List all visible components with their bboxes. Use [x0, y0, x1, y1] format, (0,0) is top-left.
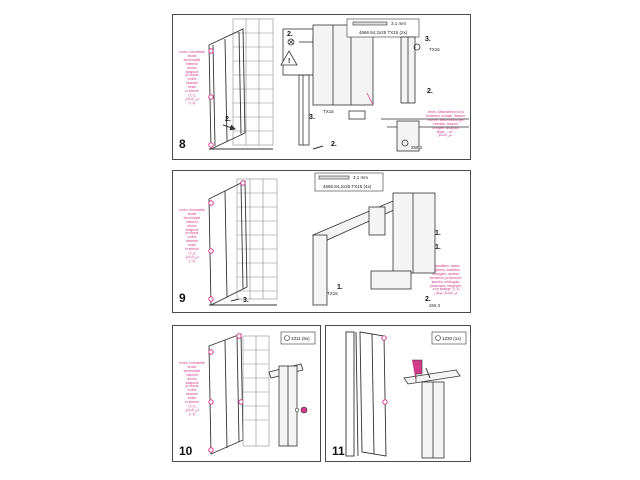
hinge-markers	[208, 333, 244, 453]
right-profile	[400, 36, 421, 104]
callout-1b: 1.	[435, 230, 441, 237]
measure-label: 3,1 mm	[353, 175, 368, 180]
profile-detail	[268, 363, 304, 447]
tool-label-sw3: SW 3	[429, 303, 440, 308]
shower-door	[345, 331, 387, 457]
callout-1c: 1.	[435, 244, 441, 251]
wall-tiles	[236, 178, 278, 300]
svg-text:!: !	[288, 58, 290, 65]
step-number: 11	[332, 444, 345, 458]
hinge-markers	[381, 335, 388, 405]
step-9-drawing: 3. 3,1 mm 4666 84,2x25 TX15 (4x) 1. 1. 1…	[208, 172, 441, 308]
shower-door	[208, 180, 277, 306]
screw-spec-label: 4666 84,2x25 TX15 (4x)	[323, 184, 372, 189]
step-number: 8	[179, 137, 186, 151]
step-10-panel: 10 Innen. Innenseite inside binnenzijde …	[172, 325, 321, 462]
tool-label-tx15-a: TX15	[323, 109, 334, 114]
wall-tiles	[242, 335, 270, 447]
step-10-drawing: 3311 (8x)	[208, 331, 316, 455]
tool-label-tx15: TX15	[327, 291, 338, 296]
screw-spec-label: 4666 84,2x25 TX15 (2x)	[359, 30, 408, 35]
step-8-drawing: 2. 2. ! 3. TX15 2. 2.	[208, 18, 469, 152]
tool-label-sw3: SW 3	[411, 145, 422, 150]
hinge-markers	[208, 180, 246, 302]
profile-detail	[403, 369, 461, 459]
instruction-text: Innen. Innenseite inside binnenzijde int…	[179, 361, 205, 416]
shower-door	[208, 28, 273, 150]
step-11-panel: 11 1230 (1x)	[325, 325, 471, 462]
part-label-box	[431, 331, 467, 345]
step-9-panel: 9 Innen. Innenseite inside binnenzijde i…	[172, 170, 471, 313]
insert-arrow	[425, 367, 431, 379]
step-number: 10	[179, 444, 193, 458]
callout-2d: 2.	[427, 88, 433, 95]
shower-door	[208, 333, 244, 455]
screw-spec-box	[346, 18, 420, 38]
callout-2a: 2.	[225, 116, 231, 123]
bottom-detail	[381, 118, 469, 152]
callout-3: 3.	[243, 297, 249, 304]
part-label-box	[280, 331, 316, 345]
tool-label-tx15-b: TX15	[429, 47, 440, 52]
callout-3b: 3.	[425, 36, 431, 43]
callout-1a: 1.	[337, 284, 343, 291]
measure-label: 3,1 mm	[391, 21, 406, 26]
callout-2c: 2.	[331, 141, 337, 148]
side-instruction-text: Heizstäben, usaes hygiènes, sanitäres, s…	[429, 264, 463, 296]
profile-assembly	[312, 192, 436, 306]
hinge-markers	[208, 48, 214, 148]
end-cap-part	[412, 359, 423, 382]
profile-assembly	[298, 24, 374, 146]
callout-2: 2.	[425, 296, 431, 303]
step-number: 9	[179, 291, 186, 305]
side-instruction-text: Innen. Abweichend ist zu beachten. insid…	[426, 110, 466, 138]
instruction-text: Innen. Innenseite inside binnenzijde int…	[179, 208, 205, 263]
part-label: 3311 (8x)	[291, 336, 310, 341]
callout-2b: 2.	[287, 31, 293, 38]
part-label: 1230 (1x)	[442, 336, 462, 341]
step-8-panel: 8 Innen. Innenseite inside binnenzijde i…	[172, 14, 471, 160]
callout-3a: 3.	[309, 114, 315, 121]
screw-spec-box	[314, 172, 384, 192]
step-11-drawing: 1230 (1x)	[345, 331, 467, 459]
instruction-text: Innen. Innenseite inside binnenzijde int…	[179, 50, 205, 105]
